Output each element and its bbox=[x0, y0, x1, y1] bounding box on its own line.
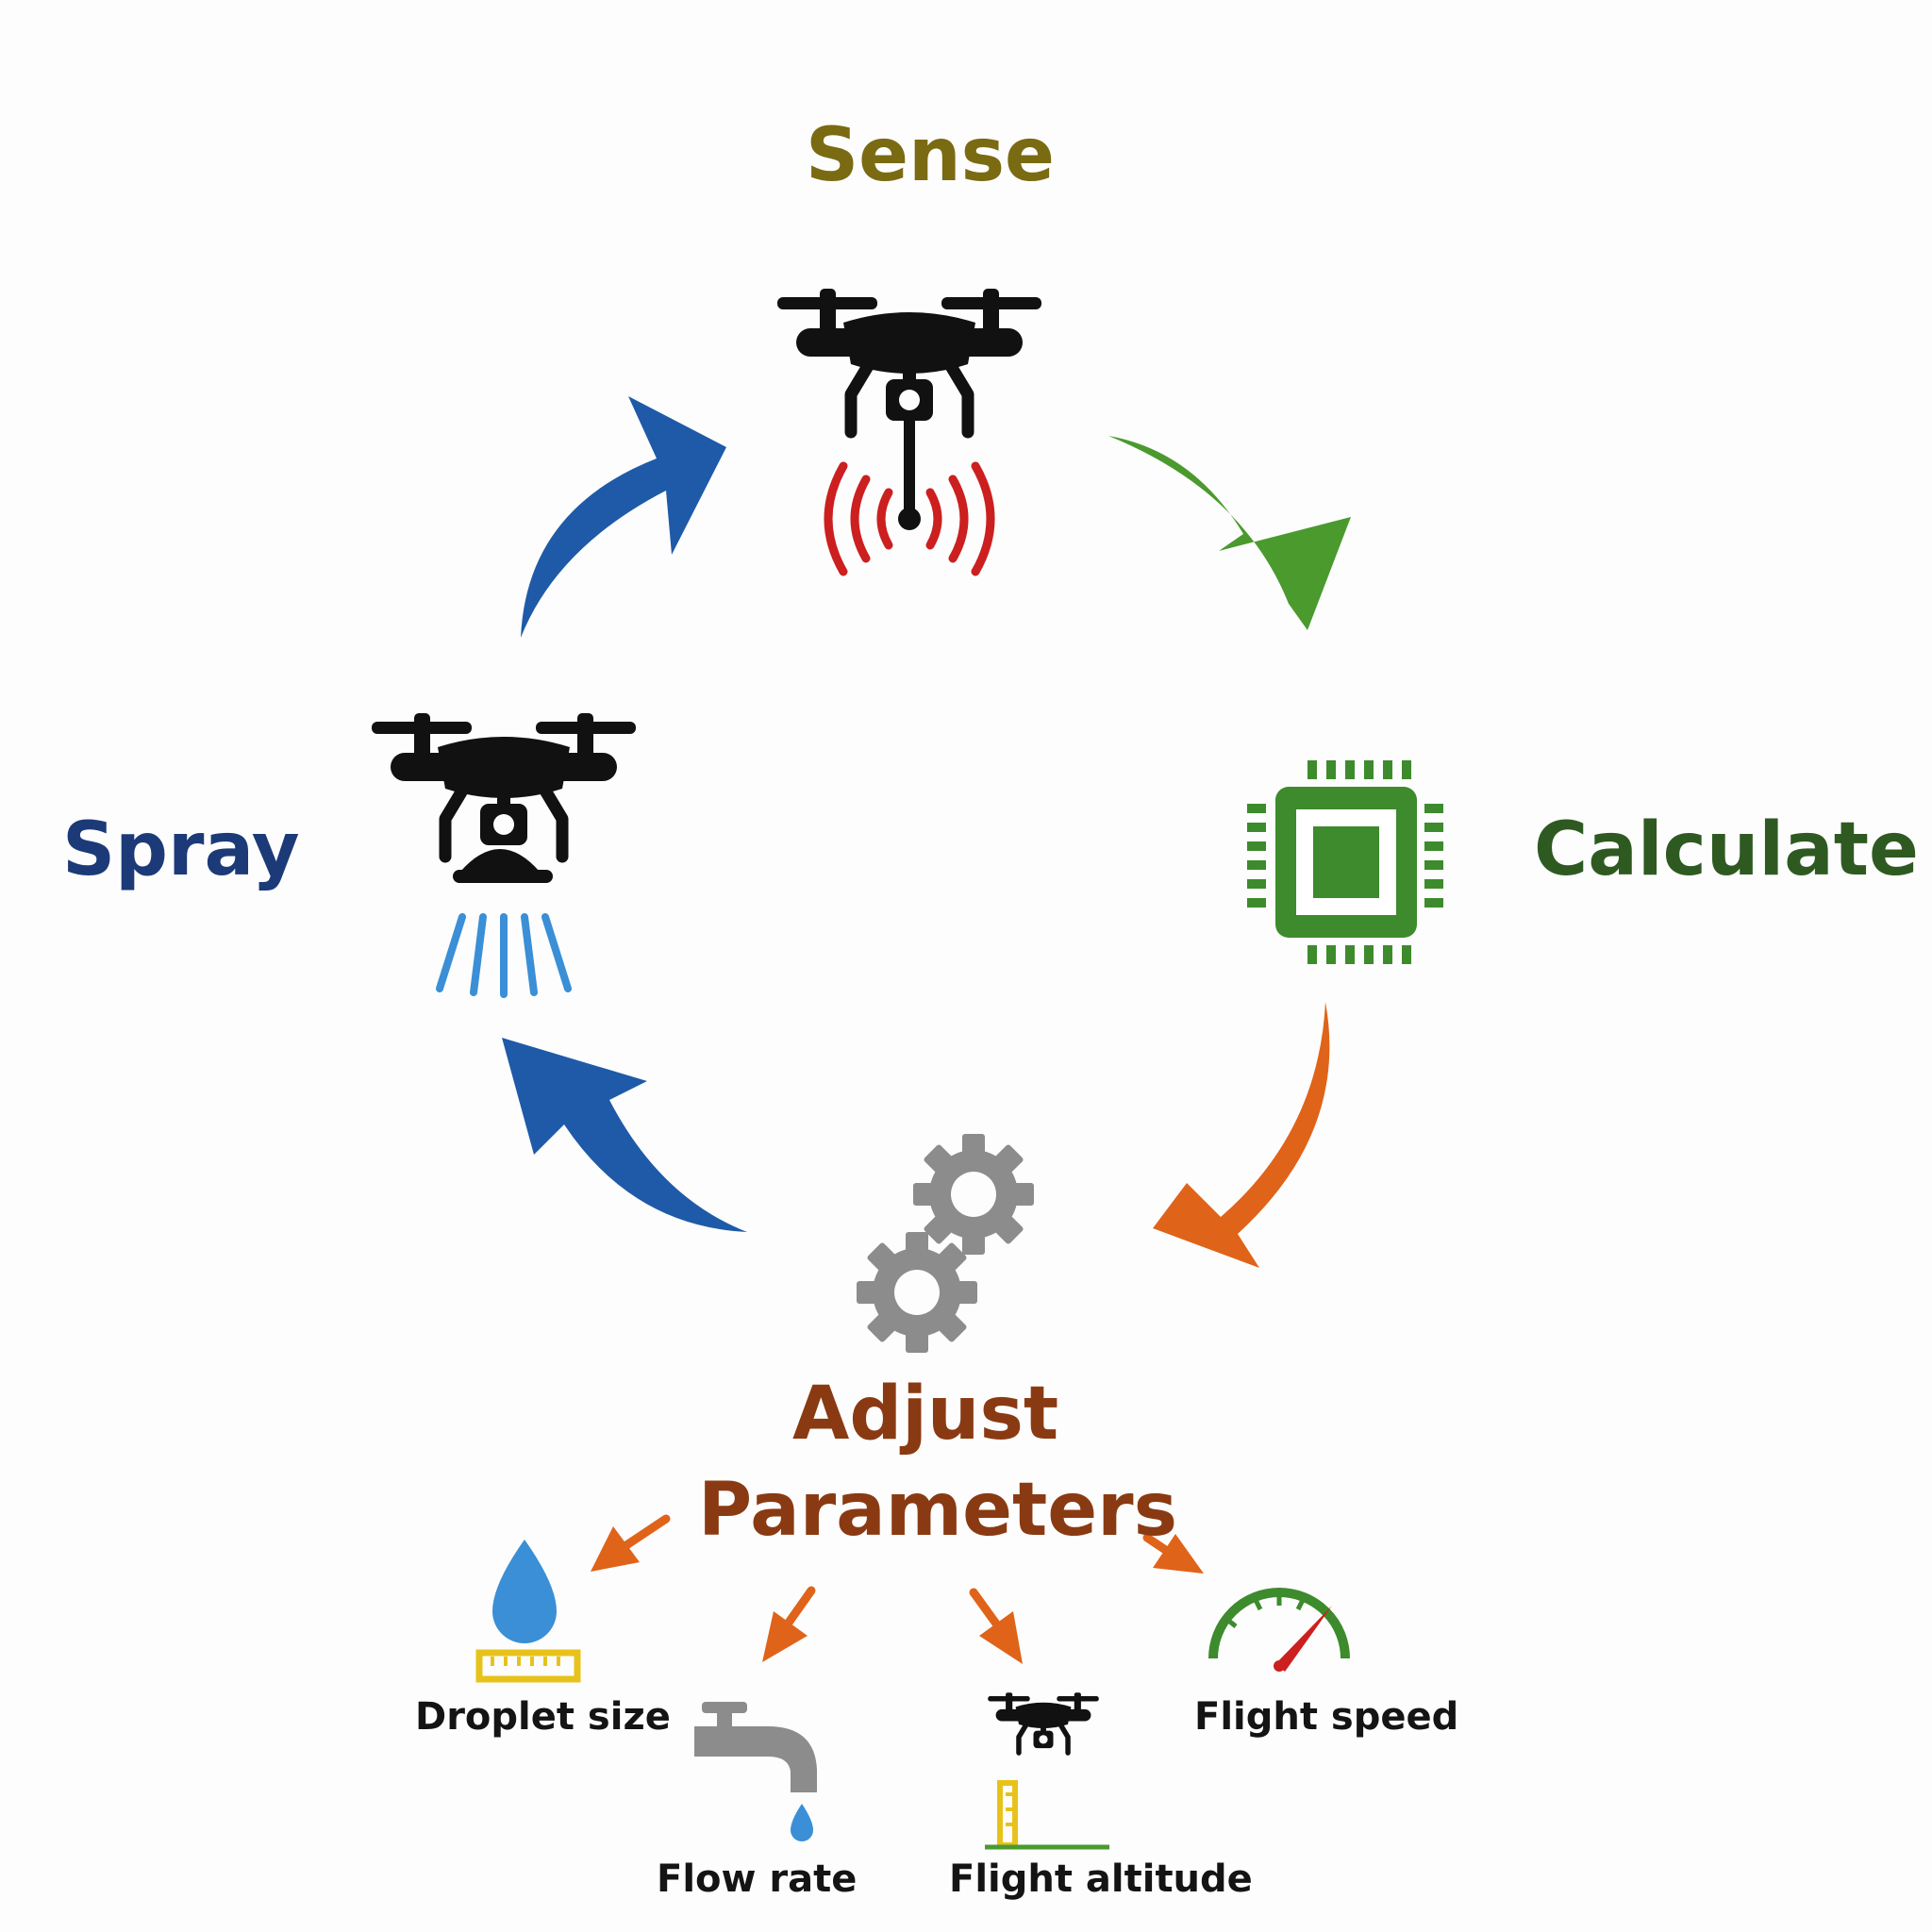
drone-sprayer-icon bbox=[372, 713, 636, 998]
param-label-droplet-size: Droplet size bbox=[415, 1695, 671, 1739]
arrow-spray-to-sense bbox=[521, 396, 726, 638]
param-label-flight-altitude: Flight altitude bbox=[949, 1857, 1253, 1901]
drone-altitude-icon bbox=[985, 1692, 1109, 1850]
faucet-icon bbox=[694, 1702, 817, 1841]
stage-label-adjust-line2: Parameters bbox=[698, 1468, 1178, 1553]
spray-streams bbox=[436, 913, 572, 998]
speedometer-icon bbox=[1208, 1588, 1350, 1672]
droplet-ruler-icon bbox=[475, 1540, 581, 1683]
param-label-flight-speed: Flight speed bbox=[1194, 1695, 1459, 1739]
drone-sensor-icon bbox=[777, 289, 1041, 576]
gears-icon bbox=[857, 1134, 1034, 1353]
param-label-flow-rate: Flow rate bbox=[657, 1857, 858, 1901]
stage-label-adjust-line1: Adjust bbox=[792, 1372, 1059, 1457]
stage-label-sense: Sense bbox=[806, 113, 1055, 198]
parameter-arrows bbox=[591, 1514, 1204, 1664]
stage-label-calculate: Calculate bbox=[1534, 808, 1919, 892]
signal-waves bbox=[824, 461, 995, 576]
stage-label-spray: Spray bbox=[62, 808, 300, 892]
processor-chip-icon bbox=[1247, 760, 1443, 964]
arrow-adjust-to-spray bbox=[502, 1038, 747, 1232]
chip-pins bbox=[1247, 760, 1443, 964]
arrow-calculate-to-adjust bbox=[1153, 1002, 1330, 1268]
arrow-sense-to-calculate bbox=[1108, 436, 1351, 630]
